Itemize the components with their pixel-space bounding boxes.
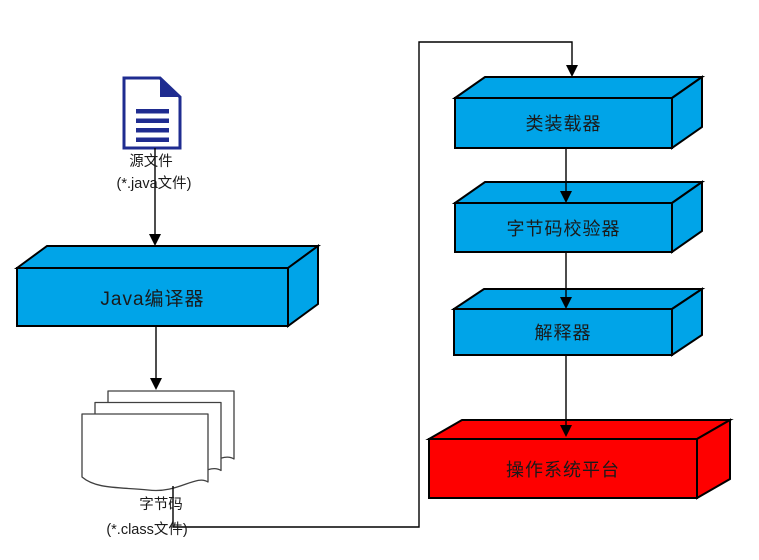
document-fold [160, 78, 180, 97]
arrowhead-down-icon [560, 297, 572, 309]
arrow-interpreter-to-os [560, 355, 572, 437]
arrow-classloader-to-verifier [560, 148, 572, 203]
bytecode-verifier-box [451, 180, 706, 254]
arrow-verifier-to-interpreter [560, 252, 572, 309]
connector-bytecode-to-classloader [172, 41, 578, 528]
bytecode-verifier-box-front [454, 202, 673, 253]
interpreter-box [450, 287, 706, 357]
arrowhead-down-icon [560, 191, 572, 203]
document-text-line [136, 137, 169, 142]
bytecode-caption-line2: (*.class文件) [106, 522, 188, 538]
java-compiler-label: Java编译器 [100, 288, 205, 310]
os-platform-label: 操作系统平台 [506, 459, 620, 480]
arrowhead-down-icon [566, 65, 578, 77]
os-platform-box-top [425, 419, 734, 440]
class-loader-box-top [451, 76, 706, 99]
interpreter-box-front [453, 308, 673, 356]
bytecode-verifier-box-top [451, 181, 706, 204]
class-loader-box [451, 75, 706, 150]
interpreter-label: 解释器 [534, 323, 592, 343]
class-loader-box-front [454, 97, 673, 149]
java-compiler-box [13, 244, 322, 328]
bytecode-caption-line1: 字节码 [139, 497, 183, 513]
document-text-line [136, 118, 169, 123]
java-compiler-box-top [13, 245, 322, 269]
source-file-caption-line1: 源文件 [129, 154, 173, 170]
arrow-source-to-compiler [149, 148, 161, 246]
class-loader-label: 类装载器 [525, 114, 602, 134]
document-text-line [136, 128, 169, 133]
arrow-compiler-to-bytecode [150, 326, 162, 390]
os-platform-box-front [428, 438, 698, 499]
document-icon [122, 76, 182, 150]
java-compiler-box-front [16, 267, 289, 327]
page-front [81, 413, 209, 492]
bytecode-verifier-label: 字节码校验器 [506, 218, 621, 239]
interpreter-box-top [450, 288, 706, 310]
os-platform-box [425, 418, 734, 500]
document-text-line [136, 109, 169, 114]
arrowhead-down-icon [149, 234, 161, 246]
arrowhead-down-icon [560, 425, 572, 437]
arrowhead-down-icon [150, 378, 162, 390]
source-file-caption-line2: (*.java文件) [116, 176, 192, 192]
stacked-pages-icon [81, 390, 235, 492]
